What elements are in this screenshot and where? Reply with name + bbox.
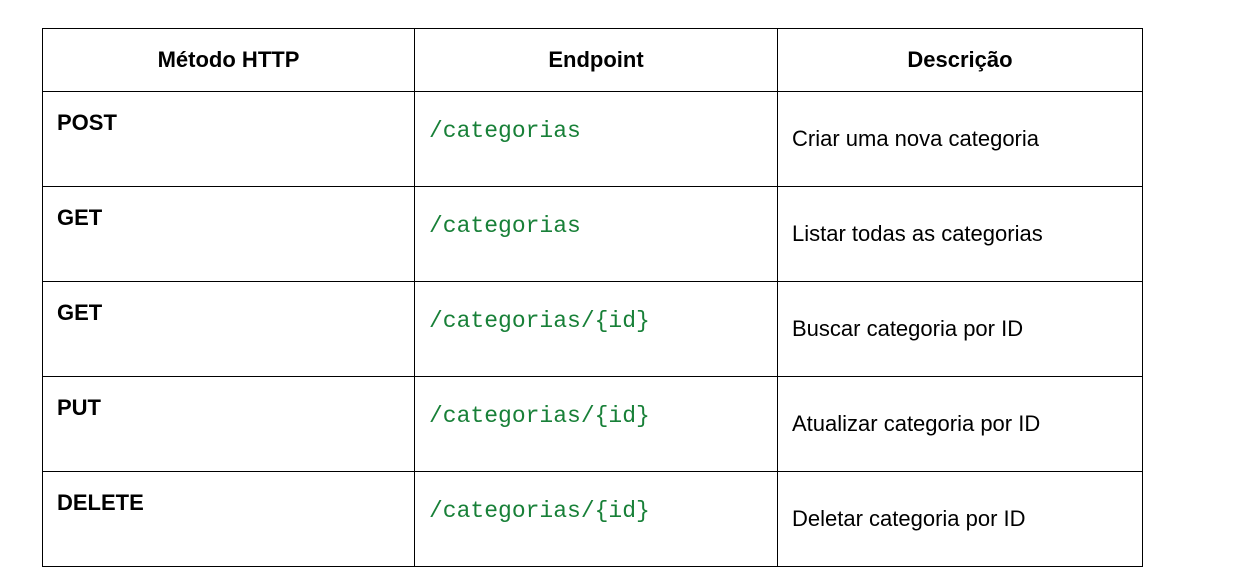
header-description: Descrição [777, 28, 1143, 92]
table-row: GET /categorias Listar todas as categori… [42, 186, 1143, 282]
api-endpoints-table: Método HTTP Endpoint Descrição POST /cat… [42, 28, 1143, 567]
description-cell: Listar todas as categorias [777, 186, 1143, 282]
method-cell: POST [42, 91, 415, 187]
table-row: POST /categorias Criar uma nova categori… [42, 91, 1143, 187]
method-cell: GET [42, 281, 415, 377]
description-cell: Criar uma nova categoria [777, 91, 1143, 187]
table-header: Método HTTP Endpoint Descrição [42, 28, 1143, 92]
table-row: DELETE /categorias/{id} Deletar categori… [42, 471, 1143, 567]
method-cell: DELETE [42, 471, 415, 567]
endpoint-cell: /categorias/{id} [414, 471, 778, 567]
header-method: Método HTTP [42, 28, 415, 92]
endpoint-cell: /categorias/{id} [414, 281, 778, 377]
header-endpoint: Endpoint [414, 28, 778, 92]
endpoint-cell: /categorias [414, 91, 778, 187]
header-row: Método HTTP Endpoint Descrição [42, 28, 1143, 92]
endpoint-code: /categorias/{id} [429, 308, 650, 334]
description-cell: Atualizar categoria por ID [777, 376, 1143, 472]
endpoint-code: /categorias [429, 213, 581, 239]
endpoint-cell: /categorias/{id} [414, 376, 778, 472]
description-cell: Deletar categoria por ID [777, 471, 1143, 567]
table-row: PUT /categorias/{id} Atualizar categoria… [42, 376, 1143, 472]
endpoint-code: /categorias [429, 118, 581, 144]
method-cell: GET [42, 186, 415, 282]
endpoint-cell: /categorias [414, 186, 778, 282]
endpoint-code: /categorias/{id} [429, 403, 650, 429]
table-row: GET /categorias/{id} Buscar categoria po… [42, 281, 1143, 377]
description-cell: Buscar categoria por ID [777, 281, 1143, 377]
endpoint-code: /categorias/{id} [429, 498, 650, 524]
method-cell: PUT [42, 376, 415, 472]
table-body: POST /categorias Criar uma nova categori… [42, 91, 1143, 567]
